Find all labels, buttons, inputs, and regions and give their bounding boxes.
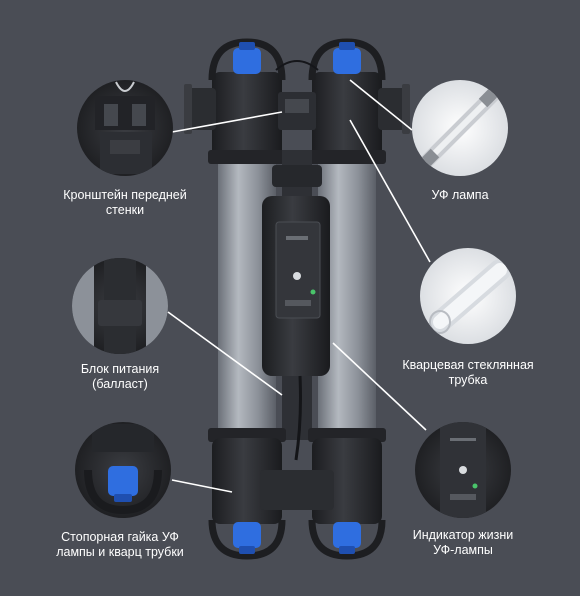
bottom-right-cap <box>333 522 361 548</box>
callout-indicator: Индикатор жизни УФ-лампы <box>388 528 538 558</box>
leader-lines <box>167 79 431 493</box>
callout-bracket-line-2: стенки <box>105 203 145 217</box>
leader-nut <box>171 479 233 493</box>
callout-uv-lamp: УФ лампа <box>385 188 535 203</box>
top-left-cap <box>233 48 261 74</box>
callout-indicator-line-2: УФ-лампы <box>433 543 493 557</box>
callout-nut-line-1: Стопорная гайка УФ <box>61 530 179 544</box>
callout-ballast-line-1: Блок питания <box>80 362 160 376</box>
leader-ballast <box>167 311 283 396</box>
bracket-detail-image <box>77 80 173 176</box>
callout-bracket-line-1: Кронштейн передней <box>63 188 187 202</box>
top-right-housing <box>312 72 382 158</box>
top-left-housing <box>212 72 282 158</box>
bottom-left-cap <box>233 522 261 548</box>
callout-quartz-line-2: трубка <box>448 373 488 387</box>
leader-bracket <box>171 111 283 133</box>
leader-uv-lamp <box>349 79 413 131</box>
locking-nut-detail-image <box>75 422 171 518</box>
callout-ballast: Блок питания (балласт) <box>45 362 195 392</box>
ballast-label-plate <box>275 221 321 319</box>
leader-quartz <box>349 119 431 263</box>
lamp-life-indicator-detail-image <box>415 422 511 518</box>
ballast-indicator <box>293 272 301 280</box>
outlet-pipe <box>378 88 408 130</box>
callout-indicator-line-1: Индикатор жизни <box>412 528 514 542</box>
callout-quartz: Кварцевая стеклянная трубка <box>393 358 543 388</box>
callout-quartz-line-1: Кварцевая стеклянная <box>402 358 534 372</box>
callout-nut-line-2: лампы и кварц трубки <box>56 545 184 559</box>
sterilizer-unit <box>184 38 410 560</box>
callout-nut: Стопорная гайка УФ лампы и кварц трубки <box>45 530 195 560</box>
quartz-tube-photo <box>420 248 516 344</box>
ballast-detail-image <box>72 258 168 354</box>
top-right-cap <box>333 48 361 74</box>
callout-bracket: Кронштейн передней стенки <box>50 188 200 218</box>
inlet-pipe <box>186 88 216 130</box>
callout-ballast-line-2: (балласт) <box>92 377 148 391</box>
uv-lamp-photo <box>412 80 508 176</box>
leader-indicator <box>332 342 427 431</box>
callout-uv-lamp-line-1: УФ лампа <box>431 188 489 202</box>
